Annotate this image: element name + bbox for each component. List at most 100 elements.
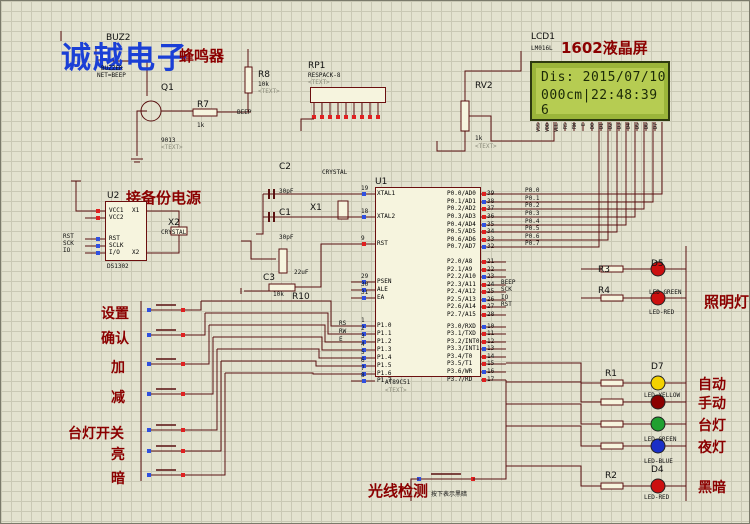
c1-value: 30pF xyxy=(279,234,294,241)
mcu-pin-number: 18 xyxy=(361,208,369,215)
mcu-pin-label: P3.6/WR xyxy=(447,368,473,375)
mcu-pin-state xyxy=(362,364,366,368)
wire xyxy=(464,51,522,101)
mcu-pin-label: P0.5/AD5 xyxy=(447,228,476,235)
mcu-pin-number: 21 xyxy=(487,258,495,265)
button-label: 亮 xyxy=(111,447,125,463)
mcu-pin-number: 14 xyxy=(487,353,495,360)
wire xyxy=(473,380,507,480)
lcd-data-wire xyxy=(506,122,663,195)
c2-ref: C2 xyxy=(279,162,292,172)
bus-net-label: P0.4 xyxy=(525,218,540,225)
led-label: 黑暗 xyxy=(698,480,726,496)
lcd-pin-label: D0 xyxy=(590,123,596,130)
mcu-pin-number: 3 xyxy=(361,333,365,340)
mcu-pin-number: 13 xyxy=(487,345,495,352)
r4-ref: R4 xyxy=(598,286,610,296)
switch-net xyxy=(185,313,206,336)
lcd-data-wire xyxy=(506,122,609,241)
mcu-pin-label: PSEN xyxy=(377,278,392,285)
mcu-pin-number: 16 xyxy=(487,368,495,375)
mcu-pin-state xyxy=(362,332,366,336)
mcu-pin-number: 4 xyxy=(361,341,365,348)
led-blue-model: LED-BLUE xyxy=(644,458,673,465)
switch-net xyxy=(185,349,218,431)
rtc-crystal-ref: X2 xyxy=(168,218,180,228)
lcd-pin-label: D5 xyxy=(635,123,641,130)
mcu-pin-number: 39 xyxy=(487,190,495,197)
mcu-pin-label: P3.7/RD xyxy=(447,376,473,383)
led-label: 夜灯 xyxy=(698,440,726,456)
led-body xyxy=(650,416,666,432)
mcu-pin-label: P1.3 xyxy=(377,346,392,353)
p1-net-label: RW xyxy=(339,328,347,335)
r8-body xyxy=(244,66,253,94)
switch-pin xyxy=(181,473,185,477)
mcu-pin-number: 11 xyxy=(487,330,495,337)
switch-pin xyxy=(147,308,151,312)
mcu-pin-label: P2.4/A12 xyxy=(447,288,476,295)
rtc-pin-label: VCC2 xyxy=(109,214,124,221)
switch-net xyxy=(185,301,202,311)
mcu-pin-state xyxy=(362,215,366,219)
respack-pin-state xyxy=(360,115,364,119)
mcu-pin-number: 9 xyxy=(361,235,365,242)
wire xyxy=(241,240,276,260)
respack-pin-state xyxy=(312,115,316,119)
mcu-pin-state xyxy=(482,223,486,227)
button-label: 设置 xyxy=(101,306,129,322)
mcu-pin-state xyxy=(482,305,486,309)
switch-pin xyxy=(181,308,185,312)
mcu-pin-number: 5 xyxy=(361,349,365,356)
rtc-net-label: IO xyxy=(63,247,71,254)
led-resistor xyxy=(600,398,624,406)
mcu-pin-state xyxy=(362,379,366,383)
mcu-pin-label: P2.3/A11 xyxy=(447,281,476,288)
wire xyxy=(469,115,555,142)
bus-net-label: P0.5 xyxy=(525,225,540,232)
led-drive-wire xyxy=(506,465,601,487)
mcu-pin-state xyxy=(362,348,366,352)
rtc-pin-state xyxy=(96,251,100,255)
c3-ref: C3 xyxy=(263,273,276,283)
mcu-pin-label: P0.2/AD2 xyxy=(447,205,476,212)
mcu-pin-label: P1.6 xyxy=(377,370,392,377)
lcd-pin-label: VEE xyxy=(554,123,560,133)
mcu-pin-label: P0.6/AD6 xyxy=(447,236,476,243)
respack-model: RESPACK-8 xyxy=(308,72,341,79)
switch-pin xyxy=(181,392,185,396)
r1-ref: R1 xyxy=(605,369,617,379)
switch-net xyxy=(185,373,226,476)
led-resistor xyxy=(600,442,624,450)
mcu-pin-label: P2.5/A13 xyxy=(447,296,476,303)
button-label: 暗 xyxy=(111,471,125,487)
rtc-body xyxy=(105,201,147,261)
d7-model: LED-YELLOW xyxy=(644,392,681,399)
q1-ref: Q1 xyxy=(161,83,174,93)
lighting-title: 照明灯 xyxy=(704,293,750,311)
bus-net-label: P0.2 xyxy=(525,202,540,209)
button-label: 台灯开关 xyxy=(68,426,124,442)
bus-net-label: P0.6 xyxy=(525,233,540,240)
mcu-pin-number: 1 xyxy=(361,317,365,324)
rtc-pin-state xyxy=(96,216,100,220)
light-detect-title: 光线检测 xyxy=(368,482,429,500)
wire xyxy=(410,478,419,501)
r7-ref: R7 xyxy=(197,100,209,110)
lcd-pin-label: VDD xyxy=(545,123,551,133)
c3-value: 22uF xyxy=(294,269,309,276)
lcd-data-wire xyxy=(506,122,600,248)
r8-ref: R8 xyxy=(258,70,270,80)
mcu-pin-label: P1.7 xyxy=(377,377,392,384)
mcu-model: AT89C51 xyxy=(385,379,411,386)
switch-net xyxy=(185,361,222,452)
rtc-net-label: RST xyxy=(63,233,74,240)
button-label: 确认 xyxy=(101,331,129,347)
q1-emitter-wire xyxy=(136,110,147,156)
wire xyxy=(161,235,180,254)
mcu-pin-label: P0.0/AD0 xyxy=(447,190,476,197)
mcu-pin-label: P1.2 xyxy=(377,338,392,345)
lcd-pin-label: D7 xyxy=(653,123,659,130)
mcu-pin-number: 31 xyxy=(361,289,369,296)
